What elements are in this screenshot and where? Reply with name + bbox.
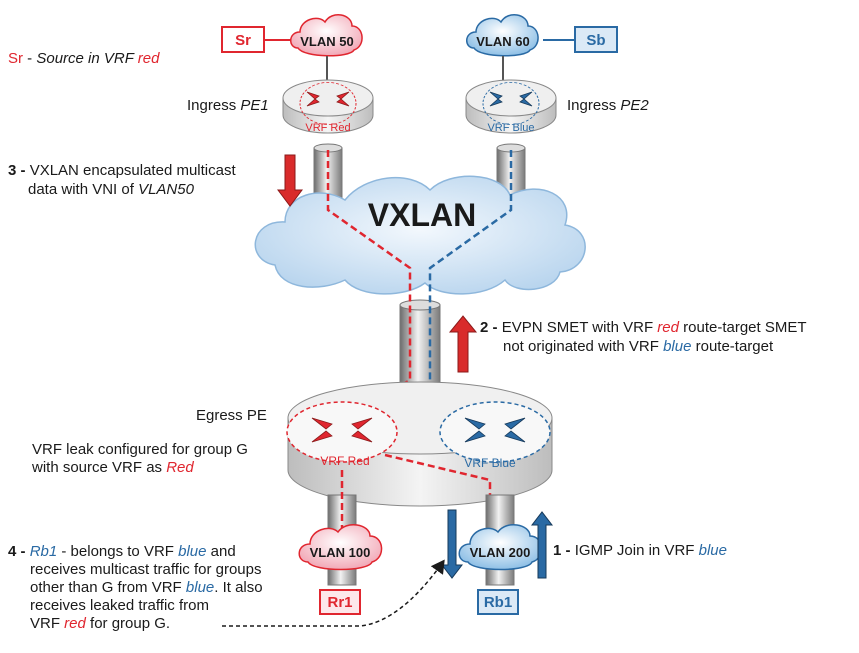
- source-sb-label: Sb: [586, 32, 605, 49]
- ingress-pe1-label: Ingress PE1: [187, 97, 269, 114]
- vlan50-label: VLAN 50: [300, 34, 353, 49]
- up-arrow-step1: [530, 511, 554, 579]
- vrf-red-label-egress: VRF Red: [320, 454, 369, 468]
- vxlan-label: VXLAN: [368, 197, 476, 233]
- receiver-rr1-label: Rr1: [327, 594, 352, 611]
- source-sr-label: Sr: [235, 32, 251, 49]
- legend-sr: Sr - Source in VRF red: [8, 50, 160, 67]
- vrf-blue-label-pe2: VRF Blue: [487, 122, 534, 134]
- vlan60-label: VLAN 60: [476, 34, 529, 49]
- vrf-blue-label-egress: VRF Blue: [464, 456, 516, 470]
- receiver-rb1-box: [477, 589, 519, 615]
- vlan100-cloud: VLAN 100: [298, 524, 383, 571]
- ingress-pe2-label: Ingress PE2: [567, 97, 649, 114]
- svg-text:receives multicast traffic for: receives multicast traffic for groups: [30, 561, 261, 578]
- source-sr-box: [221, 26, 265, 53]
- step2-note: 2 - EVPN SMET with VRF red route-target …: [480, 319, 807, 336]
- receiver-rb1-label: Rb1: [484, 594, 512, 611]
- svg-text:VRF red for group G.: VRF red for group G.: [30, 615, 170, 632]
- vlan50-cloud: VLAN 50: [290, 14, 363, 57]
- vxlan-cloud: [254, 175, 586, 295]
- svg-text:not originated with VRF blue r: not originated with VRF blue route-targe…: [503, 338, 774, 355]
- leak-note: VRF leak configured for group G: [32, 441, 248, 458]
- svg-text:receives leaked traffic from: receives leaked traffic from: [30, 597, 209, 614]
- up-arrow-step2: [448, 315, 478, 373]
- vlan200-label: VLAN 200: [470, 545, 531, 560]
- vrf-red-label-pe1: VRF Red: [305, 122, 350, 134]
- svg-text:with source VRF as Red: with source VRF as Red: [31, 459, 194, 476]
- egress-pe-label: Egress PE: [196, 407, 267, 424]
- svg-text:data with VNI of VLAN50: data with VNI of VLAN50: [28, 181, 195, 198]
- egress-pe-router: VRF Red VRF Blue: [286, 381, 553, 507]
- ingress-pe2-router: VRF Blue: [465, 79, 557, 134]
- svg-text:other than G from VRF blue. It: other than G from VRF blue. It also: [30, 579, 263, 596]
- ingress-pe1-router: VRF Red: [282, 79, 374, 134]
- down-arrow-step3: [277, 154, 303, 207]
- vlan200-cloud: VLAN 200: [458, 524, 543, 571]
- step3-note: 3 - VXLAN encapsulated multicast: [8, 162, 236, 179]
- vlan100-label: VLAN 100: [310, 545, 371, 560]
- step1-note: 1 - IGMP Join in VRF blue: [553, 542, 727, 559]
- leak-pointer-arrow: [222, 559, 445, 627]
- receiver-rr1-box: [319, 589, 361, 615]
- down-arrow-blue: [440, 509, 464, 579]
- step4-note: 4 - Rb1 - belongs to VRF blue and: [8, 543, 236, 560]
- vlan60-cloud: VLAN 60: [466, 14, 539, 57]
- source-sb-box: [574, 26, 618, 53]
